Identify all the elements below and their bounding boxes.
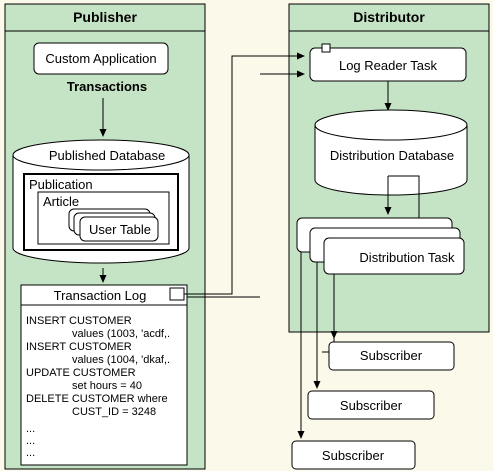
transactions-label: Transactions bbox=[67, 79, 147, 94]
subscriber-box-1: Subscriber bbox=[328, 341, 455, 371]
transaction-log-title: Transaction Log bbox=[54, 288, 147, 303]
log-line: INSERT CUSTOMER bbox=[26, 341, 132, 353]
log-line: CUST_ID = 3248 bbox=[72, 406, 156, 418]
log-line: values (1004, 'dkaf,. bbox=[72, 354, 170, 366]
custom-application-box: Custom Application bbox=[33, 42, 169, 75]
transaction-log-lines: INSERT CUSTOMER values (1003, 'acdf,. IN… bbox=[26, 315, 170, 459]
subscriber-box-2: Subscriber bbox=[307, 390, 435, 420]
subscriber-label: Subscriber bbox=[322, 448, 385, 463]
transaction-log-box: Transaction Log bbox=[20, 284, 188, 466]
log-connector-port bbox=[169, 287, 185, 301]
log-line: DELETE CUSTOMER where bbox=[26, 393, 168, 405]
published-database-label: Published Database bbox=[49, 148, 165, 163]
subscriber-box-3: Subscriber bbox=[291, 440, 416, 470]
distributor-title: Distributor bbox=[353, 9, 425, 25]
log-reader-port bbox=[321, 43, 331, 53]
distribution-task-label: Distribution Task bbox=[359, 250, 455, 265]
distribution-task-stack: Distribution Task bbox=[296, 217, 465, 275]
article-label: Article bbox=[43, 194, 79, 209]
log-reader-task-label: Log Reader Task bbox=[339, 58, 438, 73]
user-table-label: User Table bbox=[89, 222, 151, 237]
log-line: UPDATE CUSTOMER bbox=[26, 367, 136, 379]
user-table-stack: User Table bbox=[68, 208, 159, 242]
connector-dist-db-loop bbox=[388, 175, 420, 241]
log-line: values (1003, 'acdf,. bbox=[72, 328, 170, 340]
log-line: INSERT CUSTOMER bbox=[26, 315, 132, 327]
log-line: ... bbox=[26, 447, 35, 459]
publication-label: Publication bbox=[29, 177, 93, 192]
log-line: ... bbox=[26, 423, 35, 435]
log-reader-task-box: Log Reader Task bbox=[309, 43, 467, 82]
custom-application-label: Custom Application bbox=[45, 51, 156, 66]
subscriber-label: Subscriber bbox=[360, 348, 423, 363]
subscriber-label: Subscriber bbox=[340, 398, 403, 413]
publisher-title: Publisher bbox=[73, 9, 137, 25]
distribution-database-cylinder: Distribution Database bbox=[314, 109, 468, 196]
distribution-database-label: Distribution Database bbox=[330, 148, 454, 163]
connector-log-to-log-reader bbox=[184, 52, 305, 295]
log-line: ... bbox=[26, 435, 35, 447]
log-line: set hours = 40 bbox=[72, 380, 142, 392]
